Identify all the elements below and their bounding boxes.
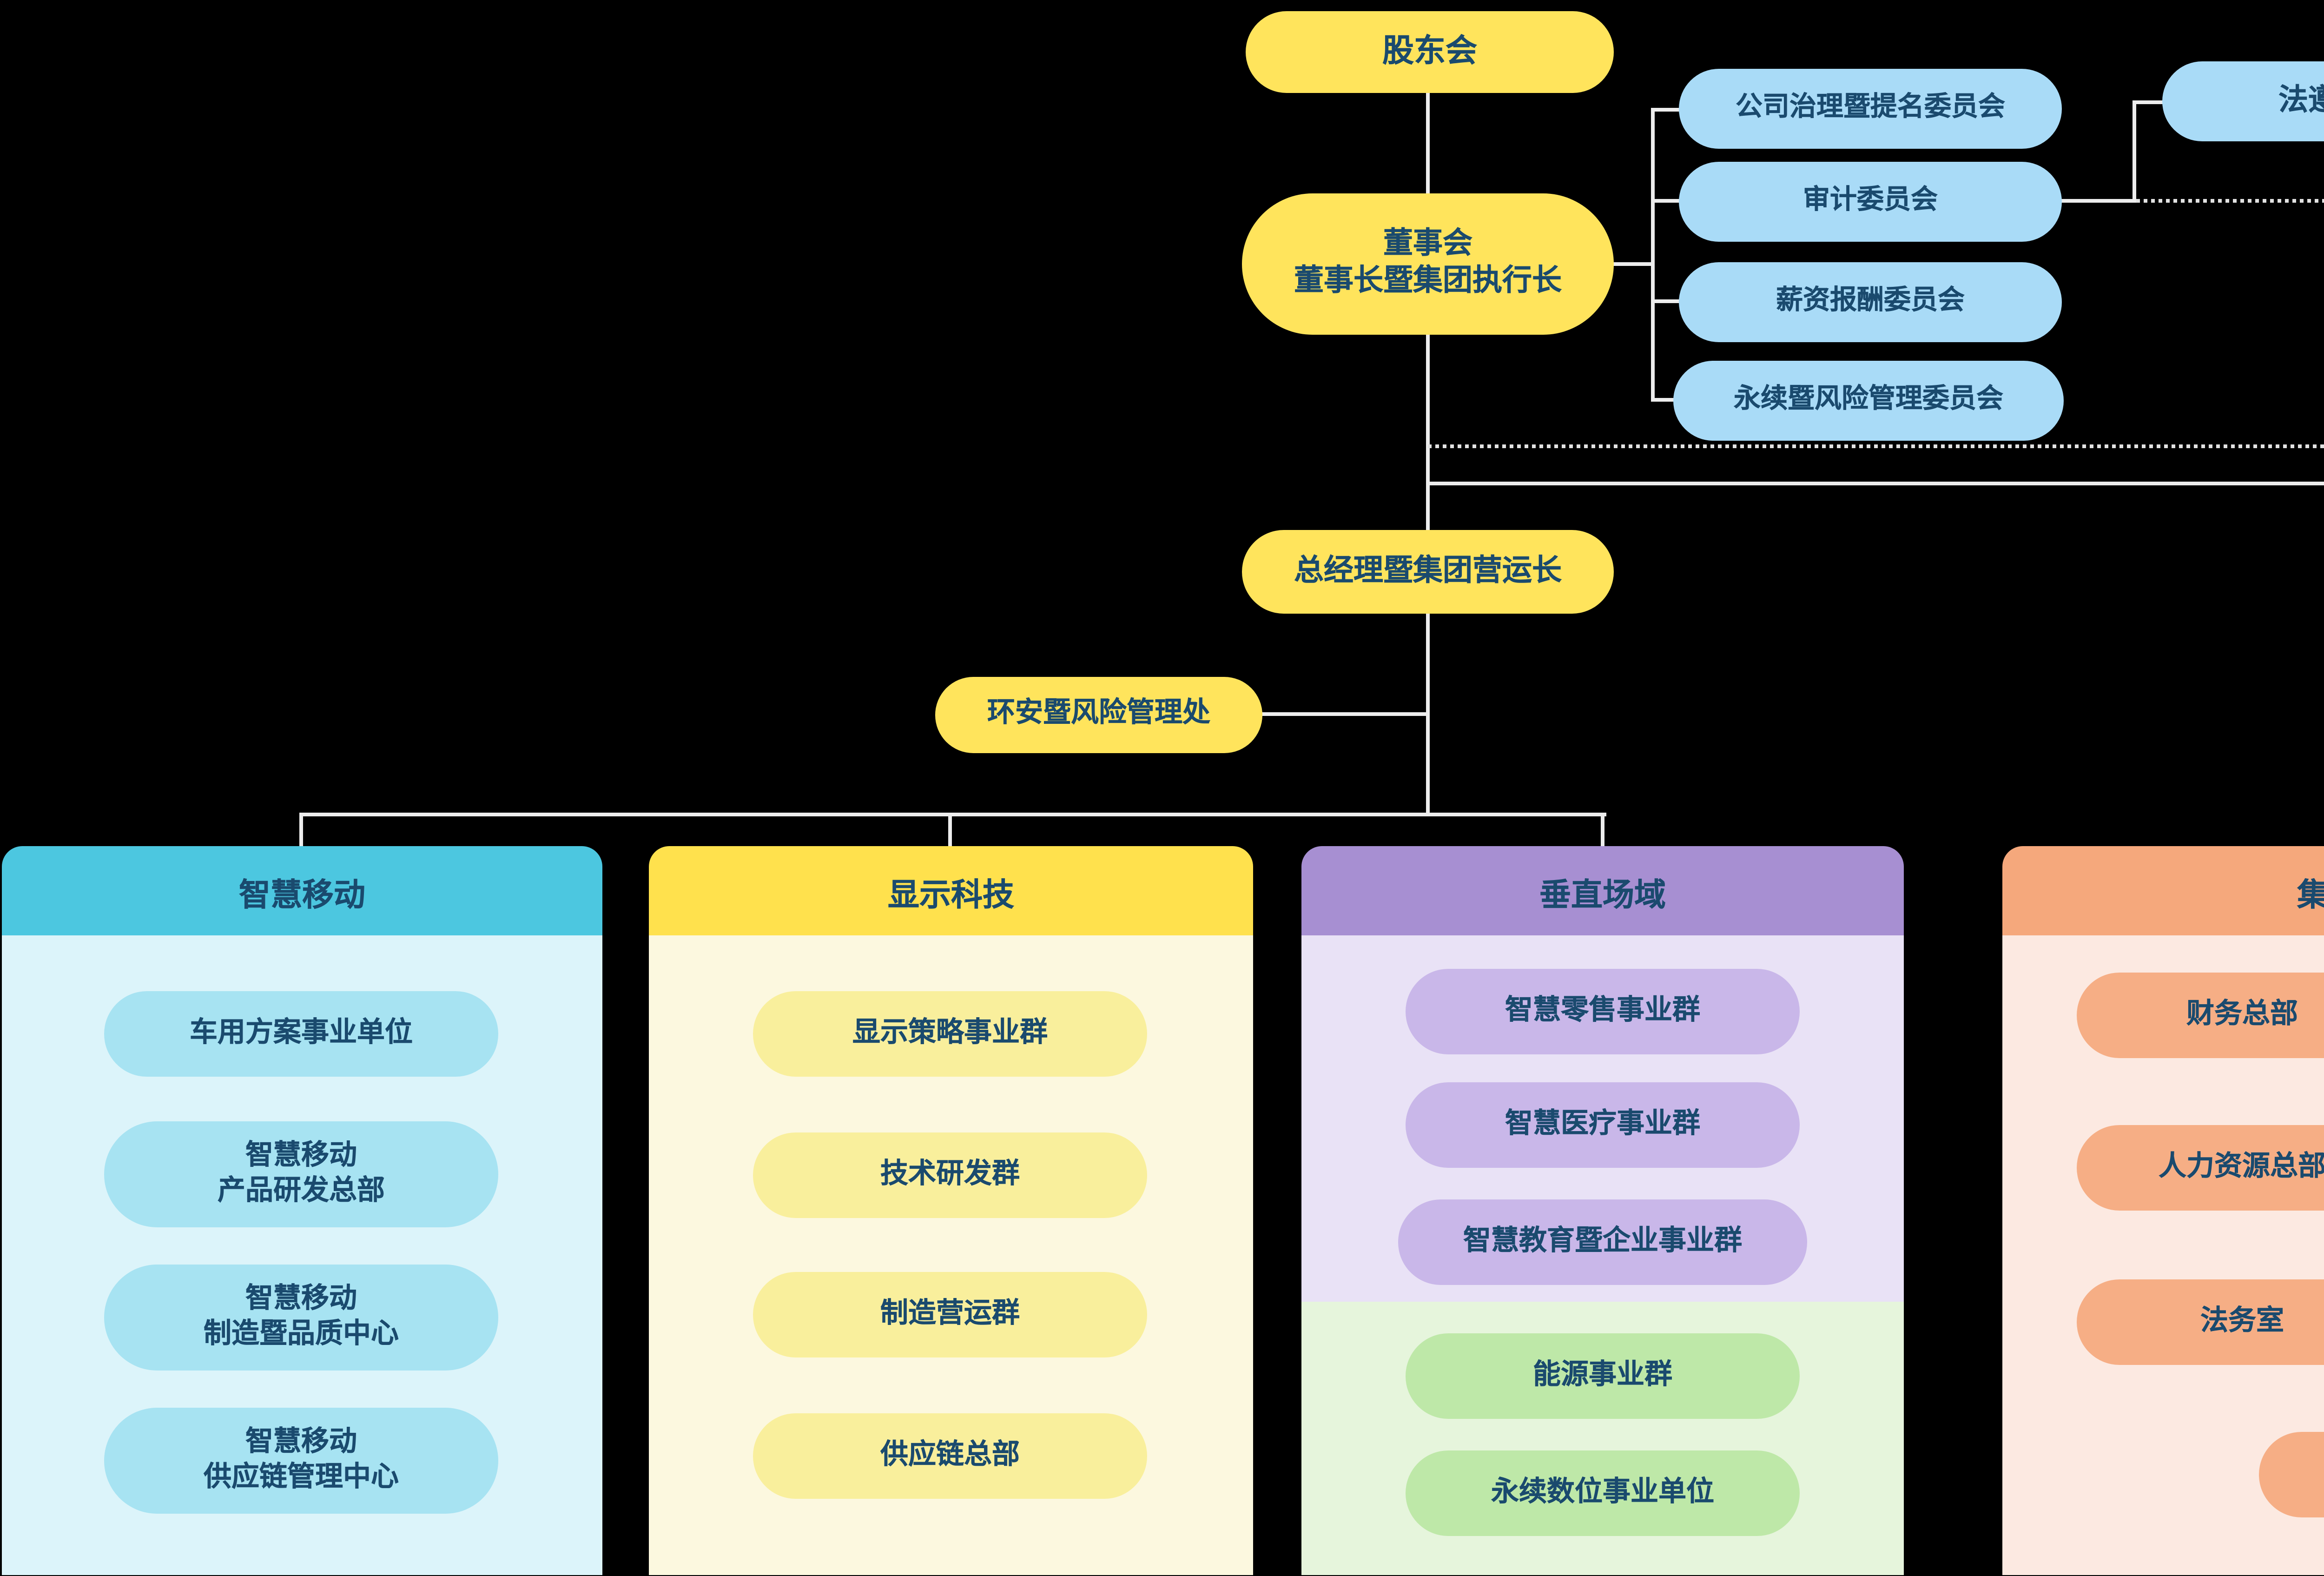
unit-finance-hq: 财务总部 — [2077, 973, 2324, 1058]
committee-compensation: 薪资报酬委员会 — [1679, 262, 2062, 342]
unit-hr-hq: 人力资源总部 — [2077, 1125, 2324, 1211]
unit-automotive-solutions: 车用方案事业单位 — [104, 991, 498, 1077]
unit-sustainable-digital: 永续数位事业单位 — [1406, 1450, 1800, 1536]
node-board: 董事会 董事长暨集团执行长 — [1242, 193, 1614, 335]
unit-legal-office: 法务室 — [2077, 1279, 2324, 1365]
connector-distribution — [301, 813, 1606, 816]
unit-mfg-operations: 制造营运群 — [753, 1272, 1147, 1357]
node-ehs-office: 环安暨风险管理处 — [935, 677, 1262, 753]
unit-energy: 能源事业群 — [1406, 1333, 1800, 1419]
connector-audit-to-compliance-v — [2133, 100, 2136, 203]
connector-stub-compensation — [1651, 299, 1683, 303]
connector-support-horizontal — [1426, 482, 2324, 485]
connector-audit-to-compliance-h — [2058, 199, 2136, 203]
node-shareholders: 股东会 — [1246, 11, 1614, 93]
connector-stub-audit — [1651, 199, 1683, 203]
node-compliance-advisor: 法遵总顾问 — [2162, 61, 2324, 141]
connector-stub-sustainability — [1651, 398, 1683, 402]
committee-sustainability-risk: 永续暨风险管理委员会 — [1673, 361, 2064, 441]
unit-smart-education-enterprise: 智慧教育暨企业事业群 — [1398, 1199, 1807, 1285]
connector-drop-vertical-domains — [1601, 813, 1604, 850]
unit-audit-management: 稽核管理处 — [2259, 1432, 2324, 1517]
connector-ehs-branch — [1153, 712, 1428, 716]
dotted-board-to-compliance — [1428, 444, 2324, 448]
connector-spine-bottom — [1426, 610, 1430, 814]
connector-compliance-stub — [2133, 100, 2166, 104]
node-president: 总经理暨集团营运长 — [1242, 530, 1614, 614]
group-smart-mobility-header: 智慧移动 — [2, 846, 602, 935]
connector-committee-bracket — [1651, 108, 1655, 402]
group-display-tech-header: 显示科技 — [649, 846, 1253, 935]
connector-drop-smart-mobility — [299, 813, 303, 850]
connector-drop-display-tech — [948, 813, 952, 850]
group-support-header: 集团营运支援单位 — [2002, 846, 2324, 935]
connector-stub-governance — [1651, 108, 1683, 112]
committee-audit: 审计委员会 — [1679, 162, 2062, 242]
committee-governance: 公司治理暨提名委员会 — [1679, 69, 2062, 149]
unit-sm-product-rd: 智慧移动 产品研发总部 — [104, 1121, 498, 1227]
connector-board-bracket-stub — [1610, 262, 1655, 266]
unit-tech-rd: 技术研发群 — [753, 1132, 1147, 1218]
dotted-audit-to-right — [2136, 199, 2324, 203]
unit-display-strategy: 显示策略事业群 — [753, 991, 1147, 1077]
group-vertical-domains-header: 垂直场域 — [1301, 846, 1904, 935]
unit-sm-mfg-quality: 智慧移动 制造暨品质中心 — [104, 1265, 498, 1371]
unit-supply-chain-hq: 供应链总部 — [753, 1413, 1147, 1499]
unit-smart-retail: 智慧零售事业群 — [1406, 969, 1800, 1054]
unit-smart-healthcare: 智慧医疗事业群 — [1406, 1082, 1800, 1168]
unit-sm-supply-chain: 智慧移动 供应链管理中心 — [104, 1408, 498, 1514]
